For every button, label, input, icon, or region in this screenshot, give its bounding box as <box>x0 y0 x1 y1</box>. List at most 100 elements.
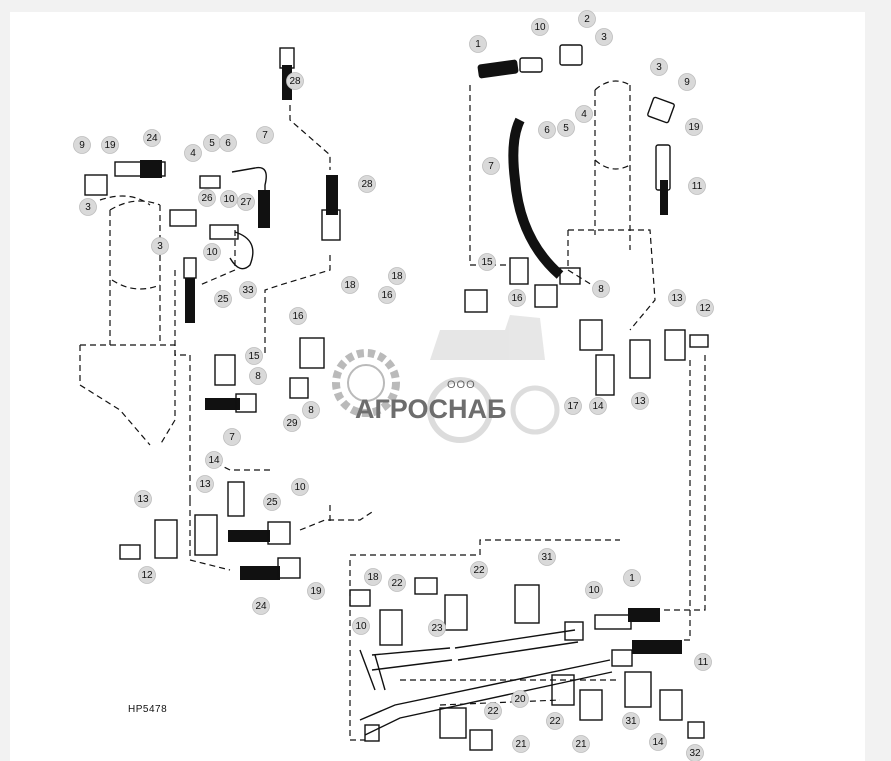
callout-number: 3 <box>656 62 662 73</box>
callout-8: 8 <box>302 401 320 419</box>
callout-number: 11 <box>698 657 709 668</box>
callout-number: 19 <box>688 122 700 133</box>
callout-number: 14 <box>652 737 664 748</box>
callout-31: 31 <box>622 712 640 730</box>
callout-4: 4 <box>184 144 202 162</box>
callout-number: 21 <box>575 739 587 750</box>
callout-13: 13 <box>668 289 686 307</box>
callout-10: 10 <box>291 478 309 496</box>
callout-number: 8 <box>308 405 314 416</box>
callout-number: 10 <box>534 22 546 33</box>
callout-number: 16 <box>511 293 523 304</box>
callout-number: 19 <box>104 140 116 151</box>
callout-3: 3 <box>650 58 668 76</box>
callout-number: 22 <box>487 706 499 717</box>
callout-14: 14 <box>205 451 223 469</box>
callout-number: 21 <box>515 739 527 750</box>
callout-14: 14 <box>589 397 607 415</box>
callout-2: 2 <box>578 10 596 28</box>
callout-number: 4 <box>581 109 587 120</box>
callout-number: 10 <box>355 621 367 632</box>
callout-number: 29 <box>286 418 298 429</box>
callout-22: 22 <box>470 561 488 579</box>
callout-22: 22 <box>388 574 406 592</box>
callout-22: 22 <box>546 712 564 730</box>
callout-number: 5 <box>209 138 215 149</box>
callout-number: 10 <box>206 247 218 258</box>
callout-number: 18 <box>344 280 356 291</box>
callout-number: 22 <box>391 578 403 589</box>
callout-number: 3 <box>85 202 91 213</box>
callout-number: 31 <box>541 552 553 563</box>
callout-number: 11 <box>692 181 703 192</box>
callout-number: 22 <box>473 565 485 576</box>
callout-labels: 1123333445566777888991010101010101111121… <box>73 10 714 761</box>
callout-number: 8 <box>255 371 261 382</box>
callout-26: 26 <box>198 189 216 207</box>
left-cylinder-outline <box>79 195 176 446</box>
callout-number: 14 <box>208 455 220 466</box>
callout-31: 31 <box>538 548 556 566</box>
callout-25: 25 <box>263 493 281 511</box>
callout-5: 5 <box>203 134 221 152</box>
callout-number: 23 <box>431 623 443 634</box>
watermark-prefix: ООО <box>447 379 476 391</box>
callout-12: 12 <box>138 566 156 584</box>
callout-number: 7 <box>229 432 235 443</box>
callout-3: 3 <box>79 198 97 216</box>
callout-10: 10 <box>352 617 370 635</box>
callout-number: 18 <box>367 572 379 583</box>
callout-9: 9 <box>678 73 696 91</box>
callout-number: 19 <box>310 586 322 597</box>
callout-number: 18 <box>391 271 403 282</box>
callout-number: 32 <box>689 748 701 759</box>
callout-1: 1 <box>623 569 641 587</box>
callout-number: 31 <box>625 716 637 727</box>
callout-number: 7 <box>488 161 494 172</box>
callout-19: 19 <box>307 582 325 600</box>
callout-number: 13 <box>634 396 646 407</box>
callout-number: 10 <box>223 194 235 205</box>
callout-13: 13 <box>631 392 649 410</box>
callout-9: 9 <box>73 136 91 154</box>
callout-3: 3 <box>595 28 613 46</box>
callout-19: 19 <box>101 136 119 154</box>
callout-15: 15 <box>478 253 496 271</box>
callout-number: 28 <box>361 179 373 190</box>
callout-29: 29 <box>283 414 301 432</box>
callout-25: 25 <box>214 290 232 308</box>
callout-22: 22 <box>484 702 502 720</box>
figure-code: HP5478 <box>128 704 168 715</box>
callout-number: 15 <box>481 257 493 268</box>
callout-18: 18 <box>341 276 359 294</box>
callout-10: 10 <box>585 581 603 599</box>
callout-24: 24 <box>143 129 161 147</box>
callout-number: 4 <box>190 148 196 159</box>
callout-number: 6 <box>544 125 550 136</box>
callout-27: 27 <box>237 193 255 211</box>
callout-number: 13 <box>671 293 683 304</box>
callout-19: 19 <box>685 118 703 136</box>
callout-24: 24 <box>252 597 270 615</box>
callout-number: 14 <box>592 401 604 412</box>
callout-13: 13 <box>196 475 214 493</box>
callout-number: 22 <box>549 716 561 727</box>
callout-6: 6 <box>538 121 556 139</box>
callout-number: 16 <box>292 311 304 322</box>
callout-15: 15 <box>245 347 263 365</box>
callout-28: 28 <box>358 175 376 193</box>
callout-number: 10 <box>588 585 600 596</box>
callout-16: 16 <box>508 289 526 307</box>
callout-number: 27 <box>240 197 252 208</box>
callout-8: 8 <box>249 367 267 385</box>
callout-number: 7 <box>262 130 268 141</box>
callout-10: 10 <box>203 243 221 261</box>
callout-number: 2 <box>584 14 590 25</box>
callout-8: 8 <box>592 280 610 298</box>
callout-number: 15 <box>248 351 260 362</box>
fittings <box>84 44 709 751</box>
callout-number: 24 <box>255 601 267 612</box>
callout-28: 28 <box>286 72 304 90</box>
callout-5: 5 <box>557 119 575 137</box>
callout-16: 16 <box>378 286 396 304</box>
